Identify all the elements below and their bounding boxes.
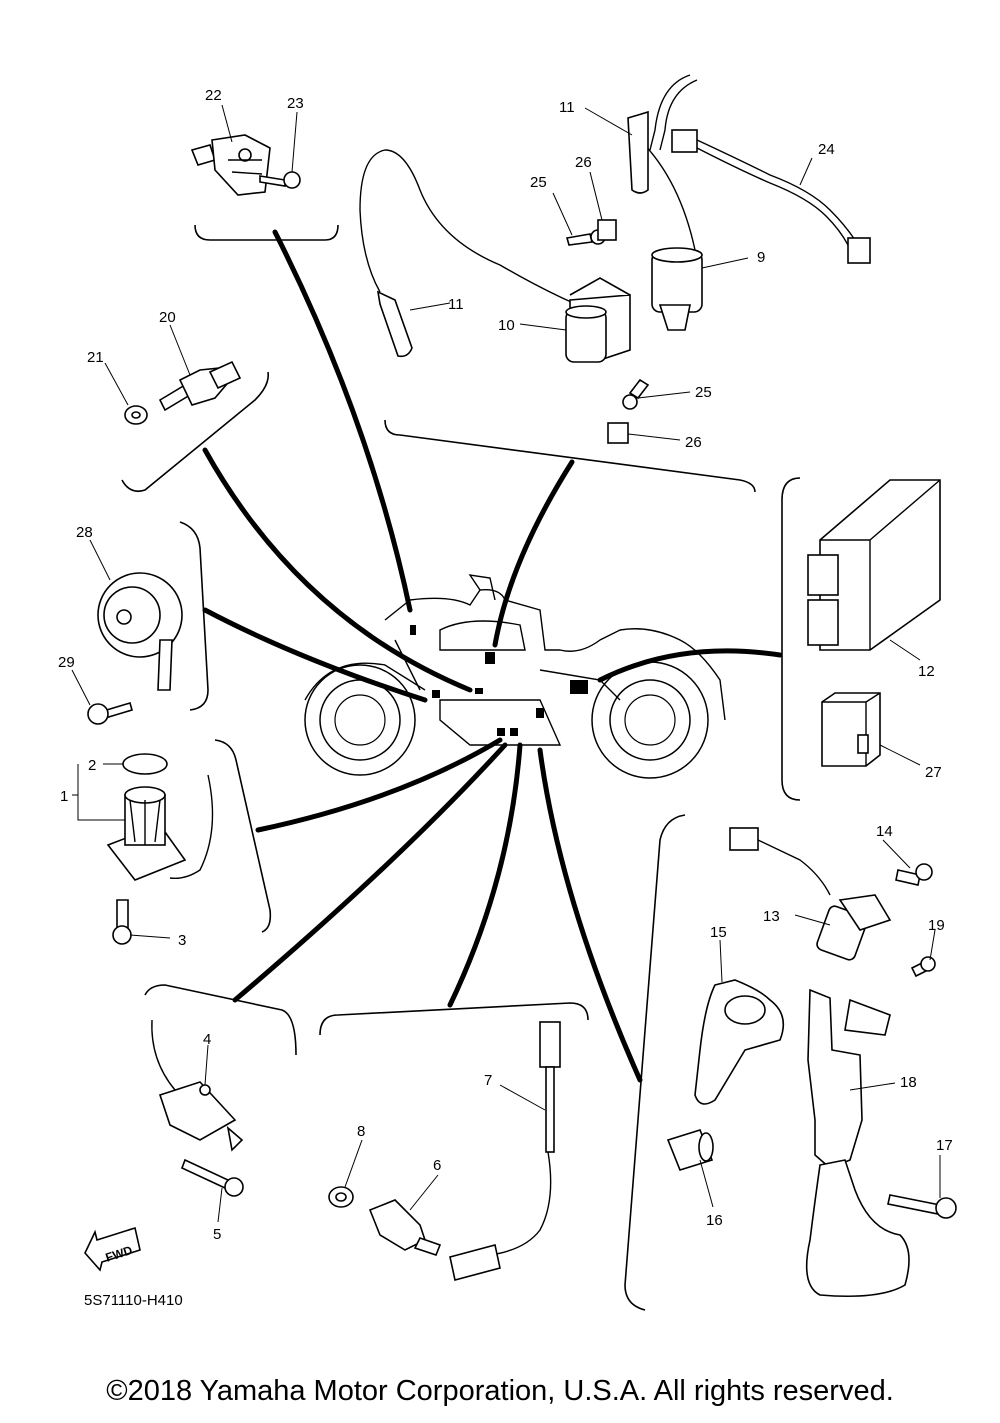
callout-2: 2 [88,757,96,774]
callout-16: 16 [706,1212,723,1229]
callout-10: 10 [498,317,515,334]
callout-4: 4 [203,1031,211,1048]
part-11-plug-cap-right [627,110,649,194]
callout-26-top: 26 [575,154,592,171]
callout-15: 15 [710,924,727,941]
part-16-collar [666,1129,714,1171]
callout-18: 18 [900,1074,917,1091]
part-9-ignition-coil [639,74,703,331]
part-3-bolt [112,899,132,945]
group-brackets [121,224,801,1311]
part-23-screw [259,171,301,189]
part-14-screw [895,863,933,886]
callout-numbers: 1 2 3 4 5 6 7 8 9 10 11 11 12 13 14 15 1… [58,87,953,1243]
part-13-sensor-lead [729,827,892,961]
part-6-switch [368,1199,442,1256]
callout-6: 6 [433,1157,441,1174]
part-10-ignition-coil [359,149,631,363]
callout-29: 29 [58,654,75,671]
callout-28: 28 [76,524,93,541]
part-26-nuts [597,219,629,444]
callout-12: 12 [918,663,935,680]
callout-8: 8 [357,1123,365,1140]
callout-1: 1 [60,788,68,805]
part-29-bolt [87,702,133,725]
callout-17: 17 [936,1137,953,1154]
callout-19: 19 [928,917,945,934]
callout-leaders [71,104,941,1223]
part-19-screw [910,956,936,978]
callout-25-top: 25 [530,174,547,191]
callout-11-left: 11 [448,296,464,313]
callout-24: 24 [818,141,835,158]
part-4-sensor [151,1019,244,1152]
callout-21: 21 [87,349,104,366]
part-11-plug-cap-left [376,290,413,358]
part-2-o-ring [122,753,168,775]
part-24-wire-lead [671,129,871,264]
part-15-shift-arm [694,979,785,1105]
callout-25-bottom: 25 [695,384,712,401]
part-28-horn [97,572,183,691]
fwd-arrow-icon: FWD [84,1226,141,1272]
callout-14: 14 [876,823,893,840]
callout-5: 5 [213,1226,221,1243]
callout-9: 9 [757,249,765,266]
part-12-ecu [807,479,941,651]
motorcycle-outline [304,574,726,779]
callout-26-bottom: 26 [685,434,702,451]
lead-lines [202,229,783,1083]
part-7-lead-wire [449,1021,561,1281]
part-21-washer [124,405,148,425]
callout-23: 23 [287,95,304,112]
diagram-code: 5S71110-H410 [84,1292,183,1309]
part-5-bolt [180,1158,244,1197]
callout-22: 22 [205,87,222,104]
part-22-sensor [190,134,271,196]
callout-27: 27 [925,764,942,781]
callout-20: 20 [159,309,176,326]
part-1-speed-sensor [106,774,214,881]
part-17-bolt [887,1194,957,1219]
copyright-notice: ©2018 Yamaha Motor Corporation, U.S.A. A… [106,1375,894,1407]
callout-3: 3 [178,932,186,949]
callout-11-right: 11 [559,99,575,116]
callout-7: 7 [484,1072,492,1089]
part-27-relay [821,692,881,767]
part-18-bracket [805,988,910,1297]
part-8-washer [328,1186,354,1208]
part-20-switch [158,360,242,412]
callout-13: 13 [763,908,780,925]
